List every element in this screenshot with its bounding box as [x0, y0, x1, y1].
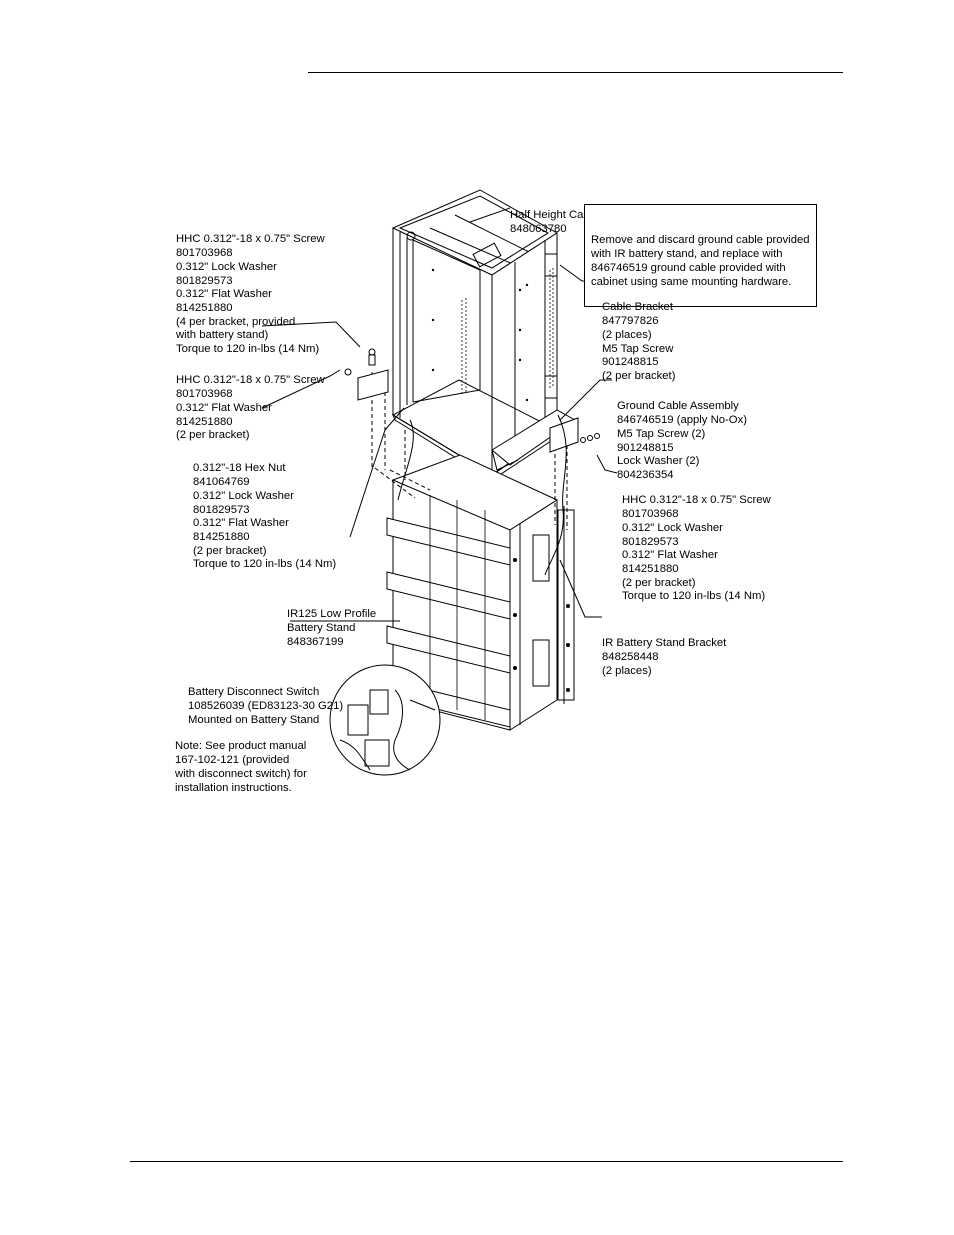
battery-stand	[386, 454, 575, 731]
header-rule	[308, 72, 843, 73]
footer-rule	[130, 1161, 843, 1162]
leader-lines	[261, 207, 618, 622]
ground-cable-callout-box: Remove and discard ground cable provided…	[584, 204, 817, 307]
switch-inset	[329, 664, 441, 776]
half-height-cabinet	[391, 189, 576, 481]
screw-icon	[344, 348, 600, 443]
